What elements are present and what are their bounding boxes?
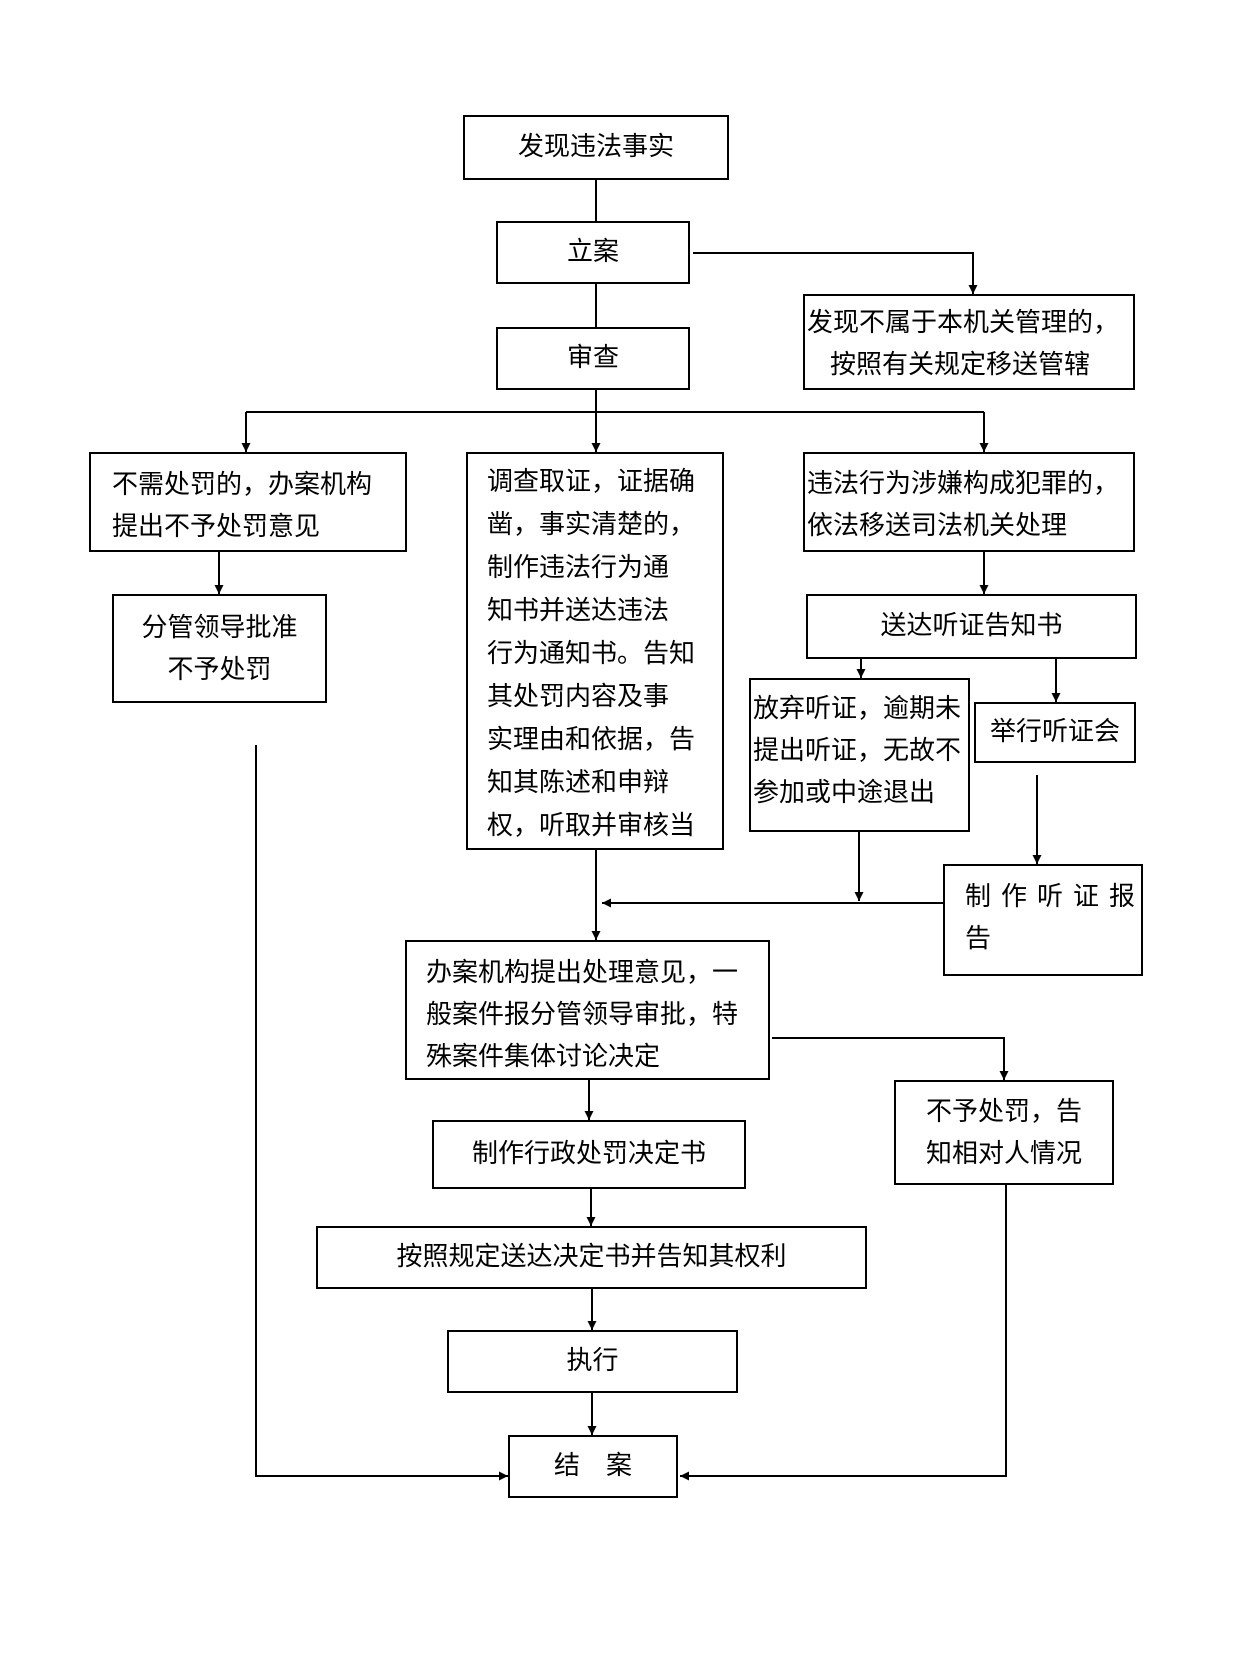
no-penalty-proposal-box — [89, 452, 407, 552]
hearing-report-line-2: 告 — [965, 924, 992, 954]
leader-approve-no-penalty-box — [112, 594, 327, 703]
no-penalty-notify-line-1: 不予处罚，告 — [925, 1097, 1082, 1127]
investigate-line-1: 调查取证，证据确 — [487, 467, 696, 497]
investigate-line-5: 行为通知书。告知 — [487, 639, 696, 669]
hold-hearing-text: 举行听证会 — [989, 717, 1120, 747]
edge-file-to-transfer — [693, 252, 978, 294]
penalty-decision-text: 制作行政处罚决定书 — [471, 1139, 706, 1169]
investigate-box — [466, 452, 724, 850]
no-penalty-proposal-line-2: 提出不予处罚意见 — [112, 512, 321, 542]
hearing-notice-box — [806, 594, 1137, 659]
leader-approve-line-1: 分管领导批准 — [141, 613, 298, 643]
hearing-report-box — [943, 864, 1143, 976]
discover-violation-box — [463, 115, 729, 180]
investigate-line-8: 知其陈述和申辩 — [487, 768, 670, 798]
transfer-jurisdiction-line-2: 按照有关规定移送管辖 — [830, 350, 1091, 380]
deliver-decision-text: 按照规定送达决定书并告知其权利 — [396, 1242, 787, 1272]
close-case-box — [508, 1435, 678, 1498]
investigate-line-3: 制作违法行为通 — [487, 553, 670, 583]
waive-hearing-line-2: 提出听证，无故不 — [753, 736, 962, 766]
investigate-line-2: 凿，事实清楚的， — [487, 510, 696, 540]
execute-text: 执行 — [566, 1346, 619, 1376]
edge-opinion-to-nopenalty — [772, 1037, 1009, 1080]
hearing-report-line-1: 制作听证报 — [965, 882, 1146, 912]
hold-hearing-box — [974, 702, 1136, 763]
investigate-line-7: 实理由和依据，告 — [487, 725, 696, 755]
transfer-jurisdiction-box — [803, 294, 1135, 390]
edge-nopenalty-notify-to-close — [680, 1185, 1007, 1481]
no-penalty-proposal-line-1: 不需处罚的，办案机构 — [112, 470, 373, 500]
crime-transfer-line-1: 违法行为涉嫌构成犯罪的， — [807, 469, 1120, 499]
penalty-decision-box — [432, 1120, 746, 1189]
waive-hearing-box — [749, 678, 970, 832]
handling-opinion-box — [405, 940, 770, 1080]
review-text: 审查 — [566, 343, 619, 373]
execute-box — [447, 1330, 738, 1393]
handling-opinion-line-2: 般案件报分管领导审批，特 — [426, 1000, 739, 1030]
close-case-text: 结 案 — [553, 1451, 632, 1481]
waive-hearing-line-3: 参加或中途退出 — [753, 778, 936, 808]
edge-approve-to-close — [255, 745, 508, 1481]
investigate-line-4: 知书并送达违法 — [487, 596, 670, 626]
waive-hearing-line-1: 放弃听证，逾期未 — [753, 694, 962, 724]
handling-opinion-line-3: 殊案件集体讨论决定 — [426, 1042, 661, 1072]
crime-transfer-line-2: 依法移送司法机关处理 — [807, 511, 1068, 541]
handling-opinion-line-1: 办案机构提出处理意见，一 — [426, 958, 739, 988]
file-case-box — [496, 221, 690, 284]
investigate-line-9: 权，听取并审核当 — [487, 811, 696, 841]
transfer-jurisdiction-line-1: 发现不属于本机关管理的， — [807, 308, 1120, 338]
file-case-text: 立案 — [566, 237, 619, 267]
hearing-notice-text: 送达听证告知书 — [880, 611, 1063, 641]
leader-approve-line-2: 不予处罚 — [167, 655, 272, 685]
discover-violation-text: 发现违法事实 — [517, 132, 674, 162]
no-penalty-notify-box — [894, 1080, 1114, 1185]
deliver-decision-box — [316, 1226, 867, 1289]
no-penalty-notify-line-2: 知相对人情况 — [925, 1139, 1082, 1169]
investigate-line-6: 其处罚内容及事 — [487, 682, 670, 712]
review-box — [496, 327, 690, 390]
crime-transfer-box — [803, 452, 1135, 552]
